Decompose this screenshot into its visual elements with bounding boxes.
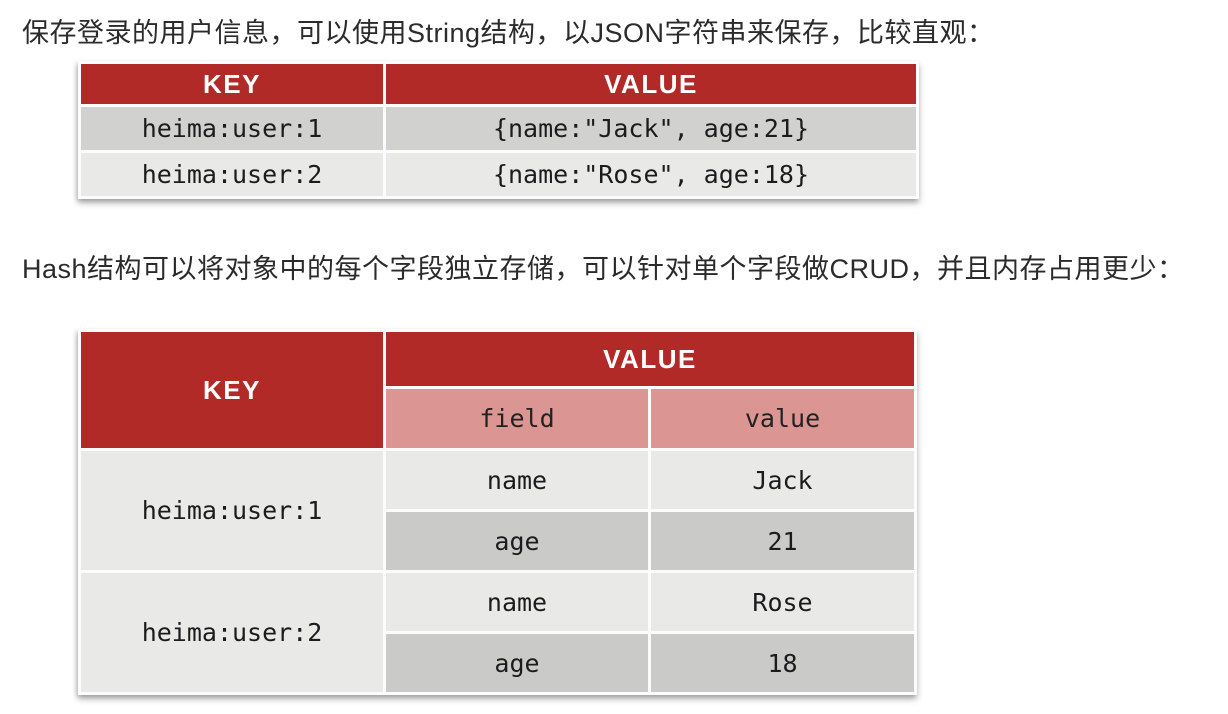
table-row: heima:user:1 name Jack bbox=[81, 451, 914, 570]
table-row: age 21 bbox=[81, 512, 914, 570]
key-cell: heima:user:2 bbox=[81, 573, 383, 692]
field-subheader: field bbox=[386, 389, 648, 448]
value-column-header: VALUE bbox=[386, 332, 914, 386]
table-header-row: KEY VALUE bbox=[81, 332, 914, 448]
key-column-header: KEY bbox=[81, 332, 383, 448]
value-column-header: VALUE bbox=[386, 64, 916, 104]
hash-structure-paragraph: Hash结构可以将对象中的每个字段独立存储，可以针对单个字段做CRUD，并且内存… bbox=[22, 254, 1185, 284]
key-cell: heima:user:1 bbox=[81, 107, 383, 150]
table-row: age 18 bbox=[81, 634, 914, 692]
hash-structure-table: KEY VALUE field value heima:user:1 name … bbox=[78, 329, 917, 695]
table-row: heima:user:1 {name:"Jack", age:21} bbox=[81, 107, 916, 150]
key-cell: heima:user:2 bbox=[81, 153, 383, 196]
value-subheader: value bbox=[651, 389, 914, 448]
value-cell: 18 bbox=[651, 634, 914, 692]
field-cell: age bbox=[386, 634, 648, 692]
table-subheader-row: field value bbox=[81, 389, 914, 448]
string-structure-table: KEY VALUE heima:user:1 {name:"Jack", age… bbox=[78, 61, 919, 199]
table-row: heima:user:2 name Rose bbox=[81, 573, 914, 692]
string-structure-paragraph: 保存登录的用户信息，可以使用String结构，以JSON字符串来保存，比较直观： bbox=[22, 18, 995, 48]
table-row: heima:user:2 {name:"Rose", age:18} bbox=[81, 153, 916, 196]
key-column-header: KEY bbox=[81, 64, 383, 104]
field-cell: name bbox=[386, 573, 648, 631]
field-cell: age bbox=[386, 512, 648, 570]
value-cell: Jack bbox=[651, 451, 914, 509]
key-cell: heima:user:1 bbox=[81, 451, 383, 570]
field-cell: name bbox=[386, 451, 648, 509]
table-header-row: KEY VALUE bbox=[81, 64, 916, 104]
value-cell: {name:"Rose", age:18} bbox=[386, 153, 916, 196]
value-cell: 21 bbox=[651, 512, 914, 570]
value-cell: {name:"Jack", age:21} bbox=[386, 107, 916, 150]
value-cell: Rose bbox=[651, 573, 914, 631]
